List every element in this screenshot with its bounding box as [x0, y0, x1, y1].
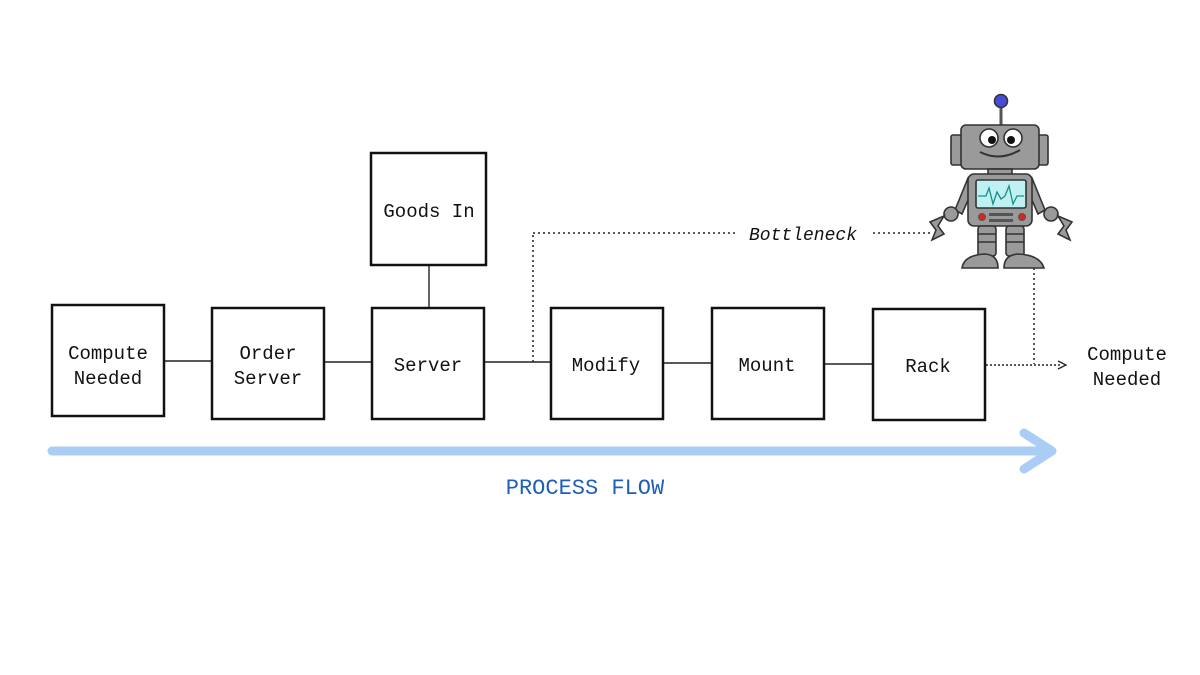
- compute-needed-start-line2: Needed: [74, 368, 142, 390]
- box-server: [370, 306, 486, 421]
- output-arrowhead: [1057, 360, 1068, 370]
- bottleneck-bracket: [532, 232, 1035, 364]
- server-label: Server: [394, 355, 462, 377]
- goods-in-label: Goods In: [383, 201, 474, 223]
- process-flow-arrow: [47, 428, 1057, 474]
- bottleneck-label: Bottleneck: [749, 226, 857, 246]
- robot-icon: [928, 93, 1074, 269]
- compute-needed-end-line2: Needed: [1093, 369, 1161, 391]
- connectors: [164, 265, 873, 365]
- rack-label: Rack: [905, 356, 951, 378]
- box-modify: [549, 306, 665, 421]
- box-mount: [710, 306, 826, 421]
- compute-needed-end-line1: Compute: [1087, 344, 1167, 366]
- box-rack: [871, 307, 987, 422]
- box-compute-needed: [50, 303, 166, 418]
- process-flow-label: PROCESS FLOW: [506, 476, 665, 501]
- box-order-server: [210, 306, 326, 421]
- compute-needed-start-line1: Compute: [68, 343, 148, 365]
- order-server-line1: Order: [239, 343, 296, 365]
- order-server-line2: Server: [234, 368, 302, 390]
- mount-label: Mount: [738, 355, 795, 377]
- modify-label: Modify: [572, 355, 640, 377]
- box-goods-in: [369, 151, 488, 267]
- boxes: [50, 151, 987, 422]
